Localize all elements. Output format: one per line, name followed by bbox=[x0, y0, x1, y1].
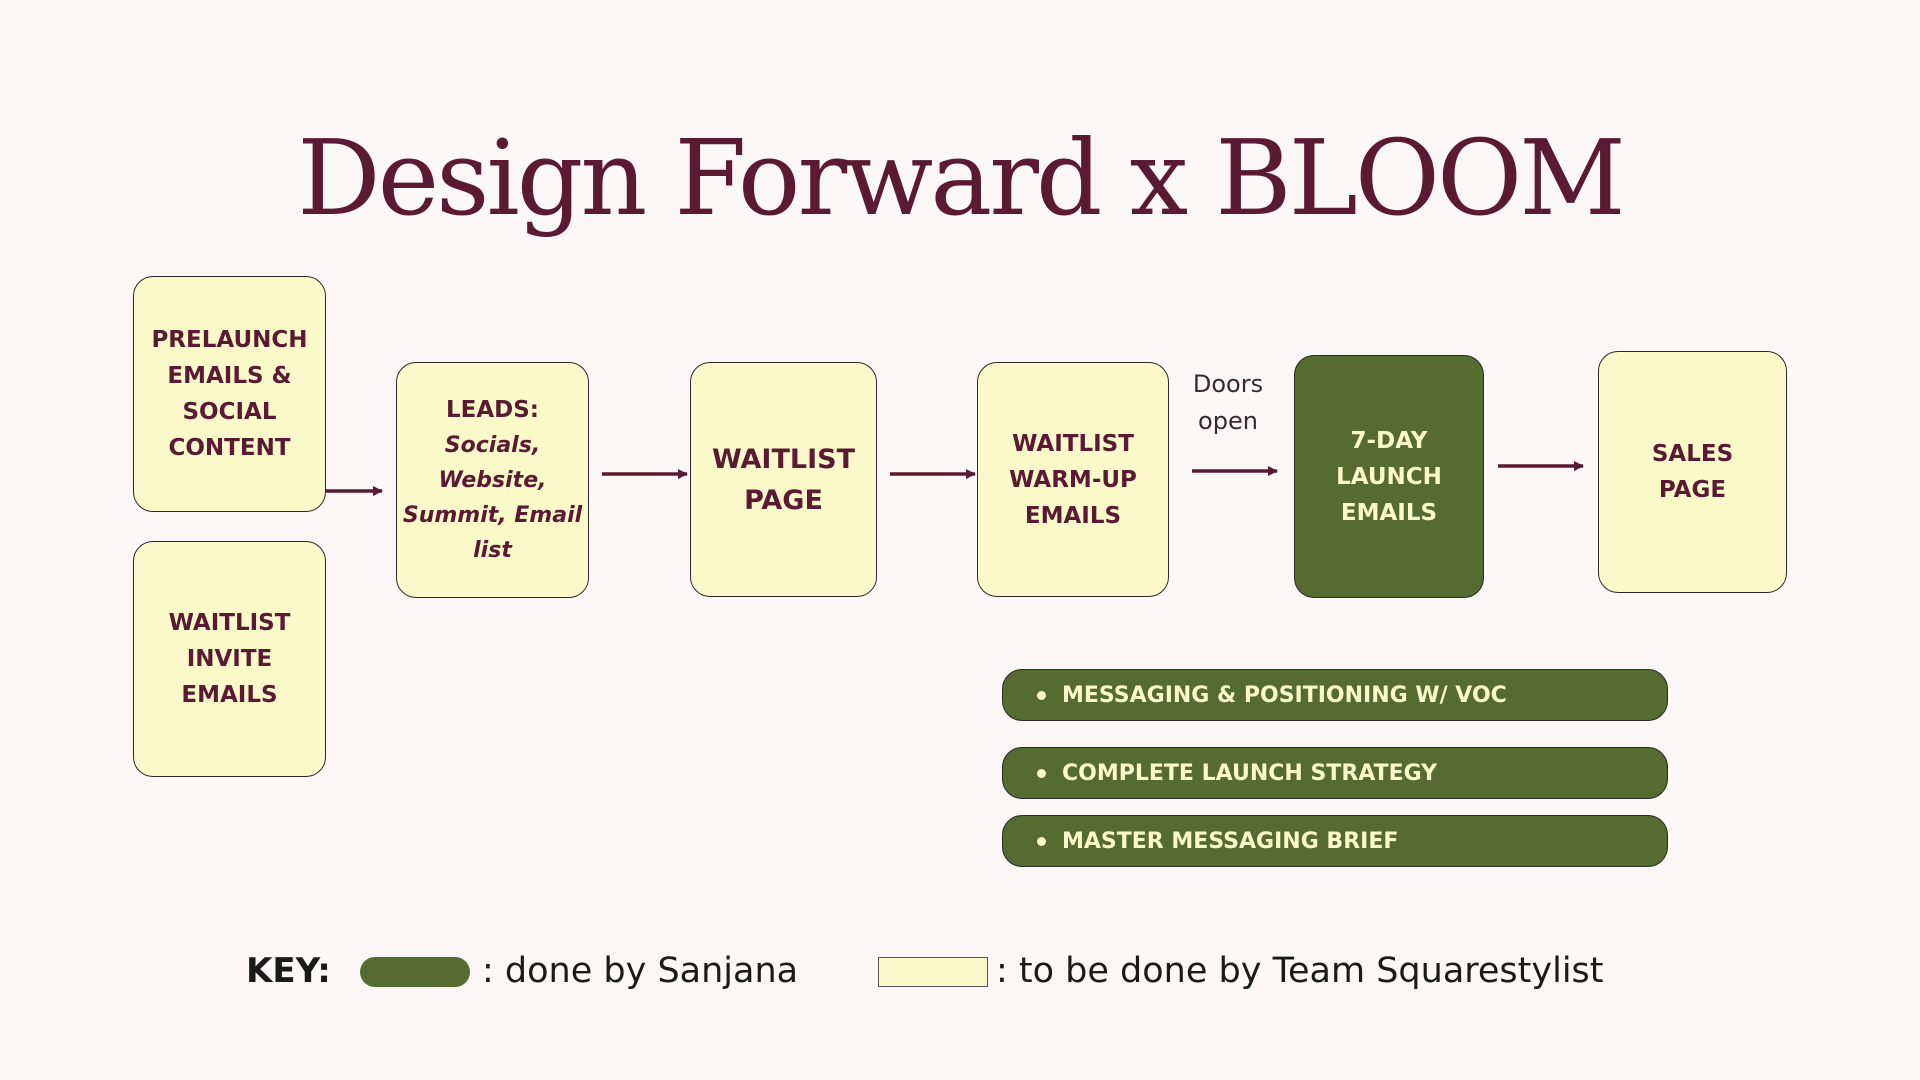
key-todo-swatch bbox=[878, 957, 988, 987]
box-waitlist-page-label: WAITLIST PAGE bbox=[711, 443, 856, 516]
leads-detail: Socials, Website, Summit, Email list bbox=[402, 432, 583, 563]
deliverable-label: COMPLETE LAUNCH STRATEGY bbox=[1062, 760, 1438, 786]
box-launch-label: 7-DAY LAUNCH EMAILS bbox=[1336, 427, 1442, 526]
key-label: KEY: bbox=[246, 951, 331, 991]
box-waitlist-invite-emails: WAITLIST INVITE EMAILS bbox=[133, 541, 326, 777]
key-todo-text: : to be done by Team Squarestylist bbox=[996, 951, 1604, 991]
box-waitlist-invite-label: WAITLIST INVITE EMAILS bbox=[168, 610, 291, 708]
box-7-day-launch-emails: 7-DAY LAUNCH EMAILS bbox=[1294, 355, 1484, 598]
doors-open-label: Doors open bbox=[1192, 370, 1264, 435]
box-waitlist-page: WAITLIST PAGE bbox=[690, 362, 877, 597]
deliverable-messaging-positioning: MESSAGING & POSITIONING W/ VOC bbox=[1002, 669, 1668, 721]
box-waitlist-warm-up-emails: WAITLIST WARM-UP EMAILS bbox=[977, 362, 1169, 597]
bullet-dot-icon bbox=[1037, 690, 1046, 700]
bullet-dot-icon bbox=[1037, 836, 1046, 846]
box-sales-label: SALES PAGE bbox=[1651, 441, 1734, 503]
leads-heading: LEADS: bbox=[445, 396, 540, 423]
deliverable-label: MESSAGING & POSITIONING W/ VOC bbox=[1062, 682, 1507, 708]
leads-content: LEADS: Socials, Website, Summit, Email l… bbox=[403, 393, 582, 568]
deliverable-label: MASTER MESSAGING BRIEF bbox=[1062, 828, 1399, 854]
box-sales-page: SALES PAGE bbox=[1598, 351, 1787, 593]
box-warmup-label: WAITLIST WARM-UP EMAILS bbox=[1009, 430, 1137, 529]
bullet-dot-icon bbox=[1037, 768, 1046, 778]
deliverable-complete-launch-strategy: COMPLETE LAUNCH STRATEGY bbox=[1002, 747, 1668, 799]
deliverable-master-messaging-brief: MASTER MESSAGING BRIEF bbox=[1002, 815, 1668, 867]
key-done-text: : done by Sanjana bbox=[482, 951, 799, 991]
box-prelaunch-label: PRELAUNCH EMAILS & SOCIAL CONTENT bbox=[151, 327, 308, 461]
diagram-title: Design Forward x BLOOM bbox=[297, 117, 1626, 239]
key-done-swatch bbox=[360, 957, 470, 987]
box-prelaunch-emails-social-content: PRELAUNCH EMAILS & SOCIAL CONTENT bbox=[133, 276, 326, 512]
box-leads: LEADS: Socials, Website, Summit, Email l… bbox=[396, 362, 589, 598]
